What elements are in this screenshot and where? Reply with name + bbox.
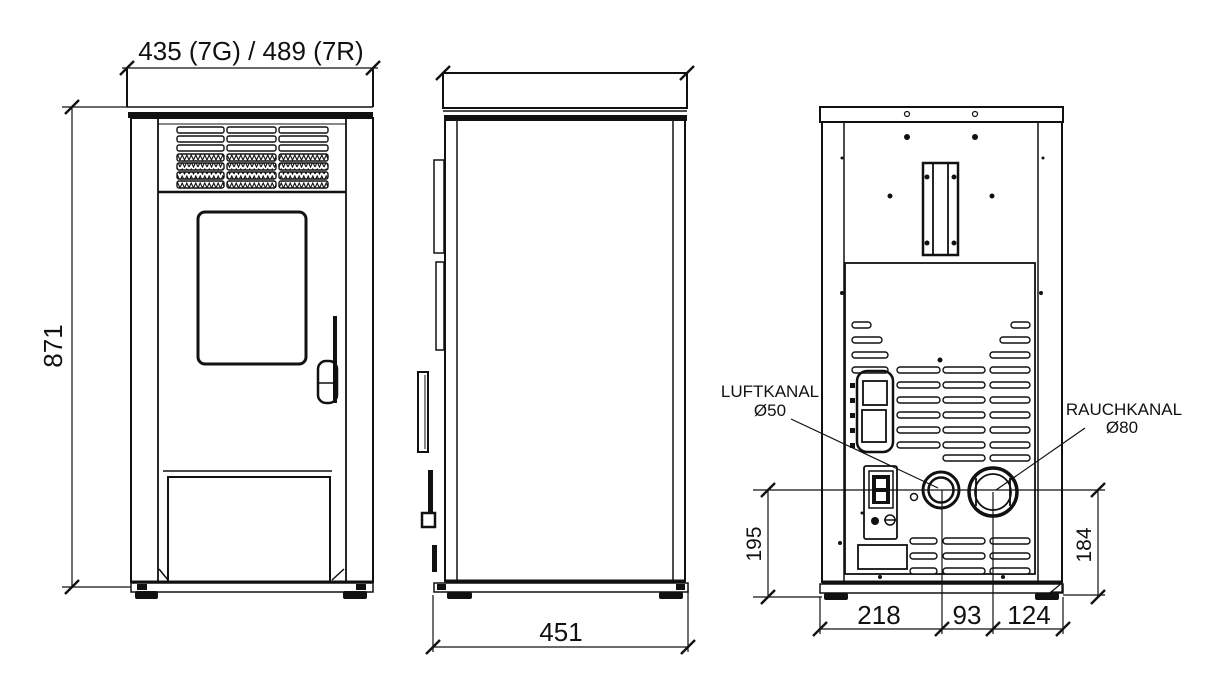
side-base — [433, 579, 689, 599]
front-height-label: 871 — [38, 324, 68, 367]
back-rating-plate — [857, 544, 908, 570]
back-view: LUFTKANAL Ø50 RAUCHKANAL Ø80 195 184 — [721, 106, 1182, 638]
back-right-height-label: 184 — [1073, 527, 1096, 562]
front-door-window — [196, 210, 308, 366]
air-duct-label: LUFTKANAL — [721, 382, 819, 401]
side-body — [444, 121, 686, 582]
side-top-panel — [434, 64, 696, 121]
back-bottom-middle-label: 93 — [953, 600, 982, 630]
side-handle — [417, 371, 429, 453]
front-foot-left — [135, 591, 158, 599]
flue-annotation: RAUCHKANAL Ø80 — [995, 400, 1182, 491]
back-top-panel — [819, 106, 1064, 123]
back-mounting-bracket — [921, 161, 960, 257]
dim-side-depth: 451 — [424, 590, 697, 656]
front-foot-right — [343, 591, 367, 599]
side-view: 451 — [417, 64, 697, 656]
side-depth-label: 451 — [539, 617, 582, 647]
back-foot-left — [824, 593, 848, 600]
back-left-bracket — [855, 369, 895, 454]
dim-back-heights: 195 184 — [743, 481, 1107, 606]
back-power-module — [863, 465, 898, 540]
front-base — [130, 580, 374, 599]
back-recessed-panel — [844, 262, 1036, 575]
front-width-label: 435 (7G) / 489 (7R) — [138, 36, 363, 66]
flue-label: RAUCHKANAL — [1066, 400, 1182, 419]
front-top-panel — [126, 68, 374, 118]
flue-diameter: Ø80 — [1106, 418, 1138, 437]
dim-back-bottom-chain: 218 93 124 — [811, 490, 1072, 638]
back-bottom-right-label: 124 — [1007, 600, 1050, 630]
side-foot-right — [659, 592, 683, 599]
front-door-handle — [316, 316, 339, 405]
back-left-height-label: 195 — [743, 526, 766, 561]
side-door-edge — [417, 159, 445, 572]
side-foot-left — [447, 592, 472, 599]
air-duct-diameter: Ø50 — [754, 401, 786, 420]
dim-front-height: 871 — [38, 98, 131, 596]
dim-front-width: 435 (7G) / 489 (7R) — [118, 36, 382, 77]
front-view: 435 (7G) / 489 (7R) 871 — [38, 36, 382, 599]
back-bottom-left-label: 218 — [857, 600, 900, 630]
air-duct-annotation: LUFTKANAL Ø50 — [721, 382, 939, 489]
back-screws — [838, 134, 1045, 579]
back-foot-right — [1035, 593, 1059, 600]
front-lower-panel — [158, 470, 345, 583]
back-vent-slats — [850, 321, 1031, 575]
power-socket-pin — [871, 517, 879, 525]
front-air-grille — [158, 123, 346, 194]
